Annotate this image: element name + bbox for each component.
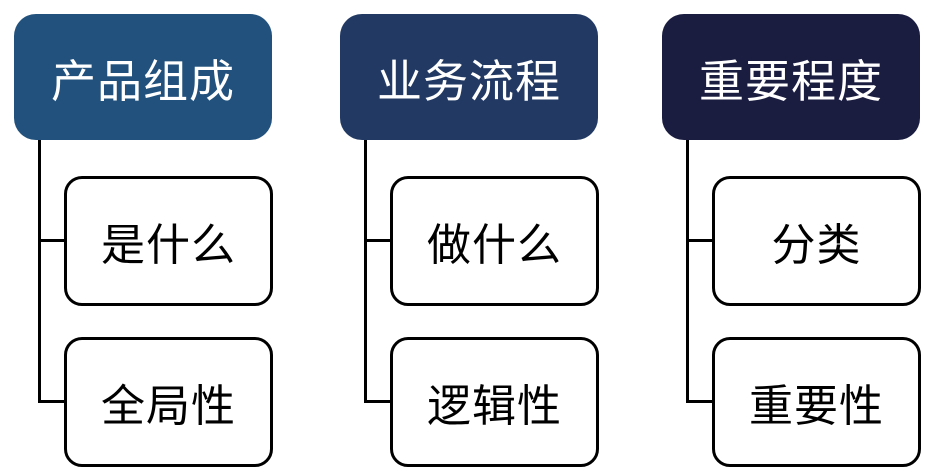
connector-branch-line — [364, 239, 392, 242]
connector-vertical-line — [364, 140, 367, 403]
child-node-logic: 逻辑性 — [390, 337, 599, 467]
header-node-business-process: 业务流程 — [340, 14, 598, 140]
child-node-global-nature: 全局性 — [64, 337, 273, 467]
connector-vertical-line — [686, 140, 689, 403]
header-node-importance-level: 重要程度 — [662, 14, 920, 140]
connector-branch-line — [38, 400, 66, 403]
connector-vertical-line — [38, 140, 41, 403]
diagram-column-importance-level: 重要程度 分类 重要性 — [648, 0, 934, 475]
child-node-importance: 重要性 — [712, 337, 921, 467]
connector-branch-line — [686, 239, 714, 242]
header-node-product-composition: 产品组成 — [14, 14, 272, 140]
child-node-what-to-do: 做什么 — [390, 176, 599, 306]
diagram-column-product-composition: 产品组成 是什么 全局性 — [0, 0, 286, 475]
child-node-what-is-it: 是什么 — [64, 176, 273, 306]
connector-branch-line — [38, 239, 66, 242]
connector-branch-line — [364, 400, 392, 403]
diagram-column-business-process: 业务流程 做什么 逻辑性 — [326, 0, 612, 475]
child-node-classification: 分类 — [712, 176, 921, 306]
connector-branch-line — [686, 400, 714, 403]
